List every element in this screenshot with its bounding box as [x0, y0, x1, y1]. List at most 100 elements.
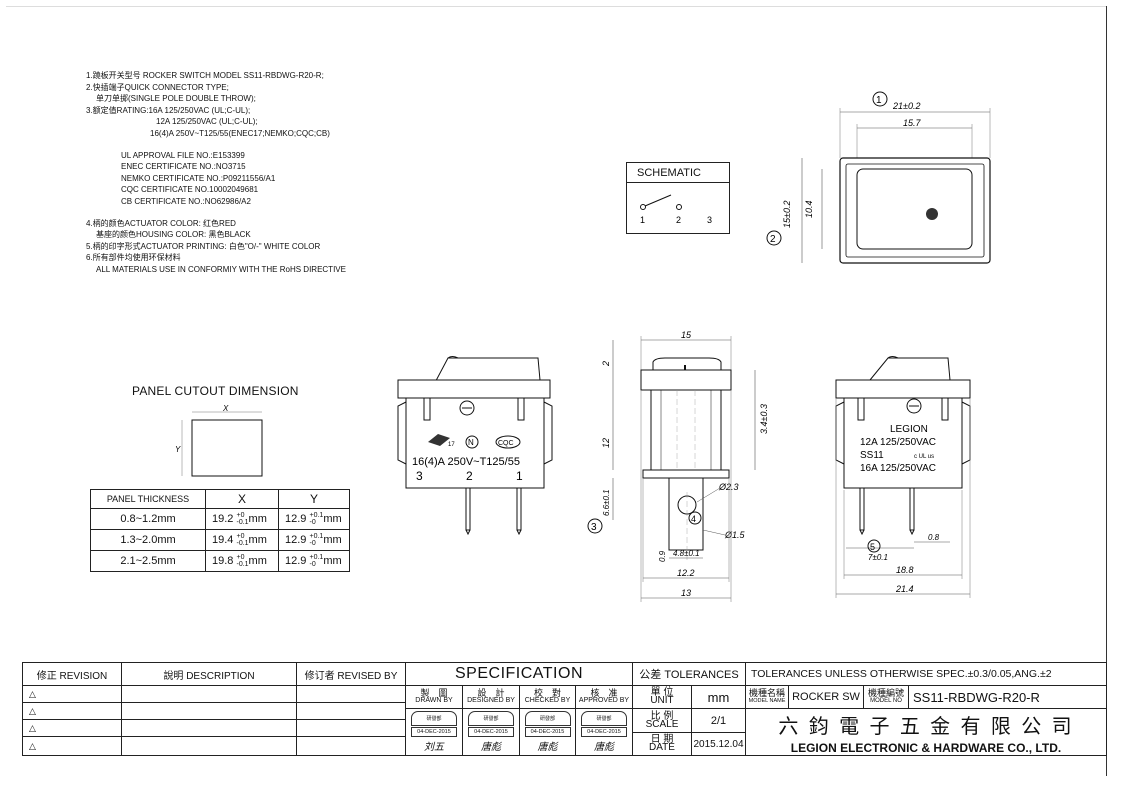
cqc-mark: CQC [498, 440, 514, 447]
seal-icon: 研發部 [581, 711, 627, 726]
date-value: 2015.12.04 [691, 732, 746, 756]
cert-line: CB CERTIFICATE NO.:NO62986/A2 [121, 196, 251, 206]
cutout-x-label: X [222, 404, 229, 413]
cell-thickness: 0.8~1.2mm [90, 508, 206, 530]
signature: 唐彪 [481, 742, 501, 753]
approved-by-stamp: 研發部 04-DEC-2015 唐彪 [575, 708, 633, 756]
side-view-drawing: 17 N CQC 16(4)A 250V~T125/55 3 2 1 [397, 356, 553, 536]
note-line: 3.额定值RATING:16A 125/250VAC (UL;C-UL); [86, 105, 251, 115]
model-name-label: 機種名稱 MODEL NAME [745, 685, 789, 709]
note-line: 1.蹺板开关型号 ROCKER SWITCH MODEL SS11-RBDWG-… [86, 71, 324, 80]
table-header: X [205, 489, 279, 509]
signature: 刘五 [424, 742, 444, 753]
revision-triangle-icon: △ [29, 705, 36, 716]
drawn-by-cell: 製 圖 DRAWN BY [405, 685, 463, 709]
tol-down: -0 [309, 519, 316, 526]
specification-header: SPECIFICATION [405, 662, 633, 686]
frame-top [6, 6, 1107, 7]
designed-by-en: DESIGNED BY [467, 697, 515, 704]
cert-line: UL APPROVAL FILE NO.:E153399 [121, 150, 245, 160]
signature: 唐彪 [537, 742, 558, 753]
note-line: 单刀单掷(SINGLE POLE DOUBLE THROW); [96, 94, 256, 104]
tol-down: -0 [309, 561, 316, 568]
designed-by-cell: 設 計 DESIGNED BY [462, 685, 520, 709]
model-no-cn: 機種編號 [867, 688, 904, 698]
dim-2: 2 [601, 361, 611, 367]
dim-13: 13 [681, 588, 691, 598]
cell-y: 12.9 [285, 533, 307, 546]
revised-by-cell [296, 719, 406, 737]
unit-label-cell: 單 位 UNIT [632, 685, 692, 709]
revision-row-d: △ [22, 736, 122, 756]
revision-triangle-icon: △ [29, 740, 36, 751]
terminal-2-label: 2 [466, 469, 473, 483]
date-en: DATE [649, 742, 675, 753]
rear-brand: LEGION [890, 424, 928, 435]
model-name-value: ROCKER SW [788, 685, 864, 709]
rear-model: SS11 [860, 450, 884, 461]
dim-18-8: 18.8 [896, 565, 914, 575]
unit: mm [323, 533, 342, 546]
schematic-box: SCHEMATIC 1 2 3 [626, 162, 730, 234]
model-no-en: MODEL NO [870, 698, 902, 704]
description-header: 說明 DESCRIPTION [121, 662, 297, 686]
frame-right [1106, 6, 1107, 776]
company-name-en: LEGION ELECTRONIC & HARDWARE CO., LTD. [790, 740, 1062, 755]
unit: mm [323, 512, 342, 525]
note-line: 6.所有部件均使用环保材料 [86, 253, 181, 263]
table-header: Y [278, 489, 350, 509]
tol-down: -0.1 [236, 561, 249, 568]
panel-thickness-table: PANEL THICKNESS X Y 0.8~1.2mm 19.2 +0-0.… [90, 489, 350, 572]
revision-triangle-icon: △ [29, 722, 36, 733]
designed-by-stamp: 研發部 04-DEC-2015 唐彪 [462, 708, 520, 756]
terminal-1-label: 1 [516, 469, 523, 483]
unit: mm [248, 512, 267, 525]
dim-15: 15 [681, 330, 692, 340]
checked-by-cell: 校 對 CHECKED BY [519, 685, 576, 709]
model-no-label: 機種編號 MODEL NO [863, 685, 909, 709]
rear-rating-16a: 16A 125/250VAC [860, 463, 936, 474]
stamp-date: 04-DEC-2015 [411, 727, 457, 737]
cutout-y-label: Y [175, 445, 181, 454]
ce-mark: 17 [448, 442, 455, 448]
dim-dia-2-3: Ø2.3 [718, 482, 739, 492]
note-line: 12A 125/250VAC (UL;C-UL); [156, 117, 258, 127]
tolerances-header: 公差 TOLERANCES [632, 662, 746, 686]
dim-0-9: 0.9 [658, 550, 667, 562]
approved-by-en: APPROVED BY [578, 697, 630, 704]
seal-icon: 研發部 [411, 711, 457, 726]
tol-up: +0.1 [309, 512, 324, 519]
cell-y: 12.9 [285, 554, 307, 567]
drawn-by-stamp: 研發部 04-DEC-2015 刘五 [405, 708, 463, 756]
scale-value: 2/1 [691, 708, 746, 733]
description-cell [121, 736, 297, 756]
tol-up: +0.1 [309, 554, 324, 561]
revision-header: 修正 REVISION [22, 662, 122, 686]
schematic-title: SCHEMATIC [627, 163, 729, 183]
scale-label-cell: 比 例 SCALE [632, 708, 692, 733]
revised-by-cell [296, 702, 406, 720]
cert-line: NEMKO CERTIFICATE NO.:P09211556/A1 [121, 173, 276, 183]
stamp-date: 04-DEC-2015 [581, 727, 627, 737]
dim-21-4: 21.4 [895, 584, 914, 594]
panel-cutout-drawing: X Y [175, 404, 263, 477]
callout-2: 2 [770, 234, 776, 245]
signature: 唐彪 [594, 742, 614, 753]
spec-notes: 1.蹺板开关型号 ROCKER SWITCH MODEL SS11-RBDWG-… [86, 70, 346, 276]
cell-x: 19.2 [212, 512, 234, 525]
side-rating: 16(4)A 250V~T125/55 [412, 456, 520, 468]
stamp-date: 04-DEC-2015 [524, 727, 571, 737]
table-header: PANEL THICKNESS [90, 489, 206, 509]
model-name-en: MODEL NAME [748, 698, 786, 704]
cell-x: 19.8 [212, 554, 234, 567]
revised-by-cell [296, 736, 406, 756]
model-no-value: SS11-RBDWG-R20-R [908, 685, 1107, 709]
company-name-cn: 六 鈞 電 子 五 金 有 限 公 司 [778, 713, 1074, 738]
revision-row-a: △ [22, 685, 122, 703]
cell-y: 12.9 [285, 512, 307, 525]
ul-mark: c UL us [914, 454, 934, 460]
dim-width-outer: 21±0.2 [892, 101, 920, 111]
dim-12: 12 [601, 438, 611, 448]
dim-4-8: 4.8±0.1 [673, 549, 700, 558]
terminal-3-label: 3 [416, 469, 423, 483]
